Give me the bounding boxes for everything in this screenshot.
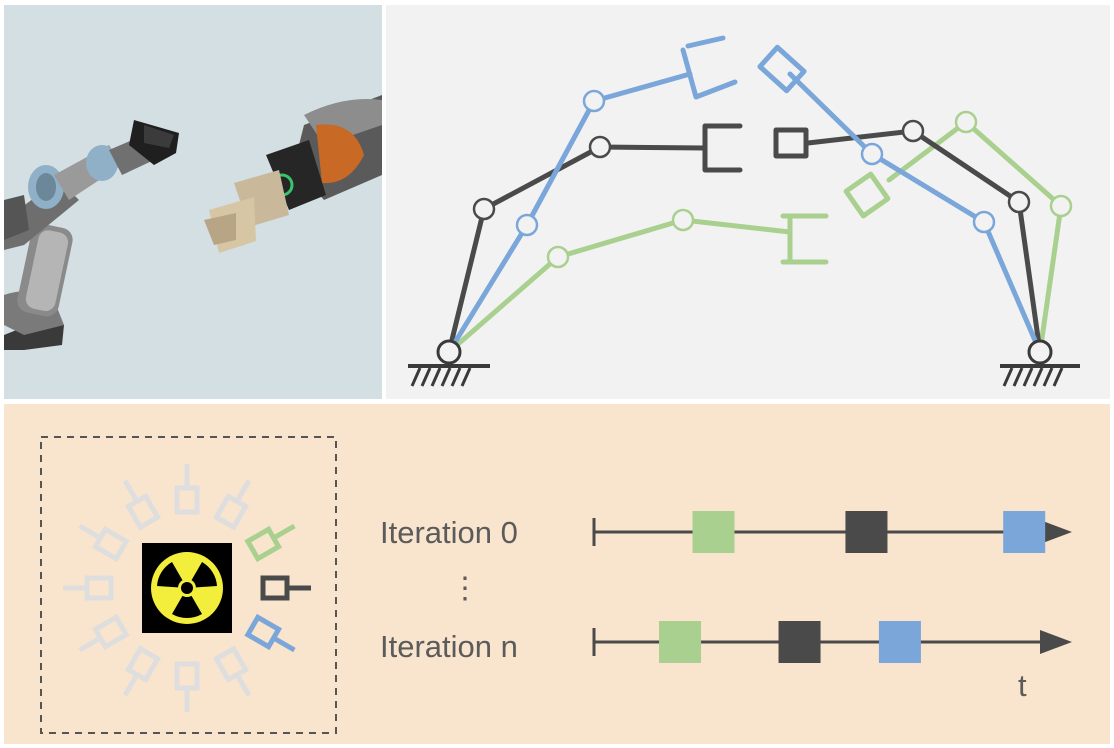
- kinematic-diagram-panel: [386, 5, 1110, 399]
- timeline-axes: [592, 518, 1072, 656]
- radiation-hazard-icon: [142, 543, 232, 633]
- pose-green: [244, 523, 296, 563]
- right-robot-arm: [204, 95, 382, 253]
- left-arm-green: [446, 213, 829, 355]
- ellipsis-label: ⋮: [450, 572, 480, 605]
- time-axis-label: t: [1018, 668, 1027, 703]
- timeline-event-green-row0: [692, 511, 735, 553]
- robot-arms-photo: [4, 5, 382, 399]
- timeline-event-dark-row1: [778, 621, 821, 663]
- joints: [472, 89, 1073, 269]
- right-arm-green: [843, 119, 1064, 355]
- candidate-poses: [63, 464, 252, 712]
- timeline-event-dark-row0: [845, 511, 888, 553]
- left-arm-blue: [446, 35, 738, 355]
- pose-dark: [260, 575, 311, 601]
- robot-arms-illustration: [4, 95, 382, 350]
- timeline-event-green-row1: [659, 621, 702, 663]
- scheduling-illustration: [40, 436, 1072, 734]
- timeline-event-blue-row1: [878, 621, 921, 663]
- timeline-events: [659, 511, 1046, 663]
- kinematic-diagram: [408, 35, 1080, 387]
- iteration-0-label: Iteration 0: [380, 515, 518, 550]
- timeline-event-blue-row0: [1003, 511, 1046, 553]
- scheduling-panel: Iteration 0 ⋮ Iteration n t: [4, 404, 1110, 744]
- pose-blue: [244, 613, 296, 653]
- workspace-box: [40, 436, 337, 734]
- base-right: [1000, 339, 1080, 387]
- right-arm-dark: [773, 127, 1043, 355]
- right-arm-blue: [757, 44, 1043, 355]
- iteration-n-label: Iteration n: [380, 629, 518, 664]
- base-left: [408, 339, 490, 387]
- left-arm-dark: [446, 123, 743, 355]
- left-robot-arm: [4, 120, 179, 350]
